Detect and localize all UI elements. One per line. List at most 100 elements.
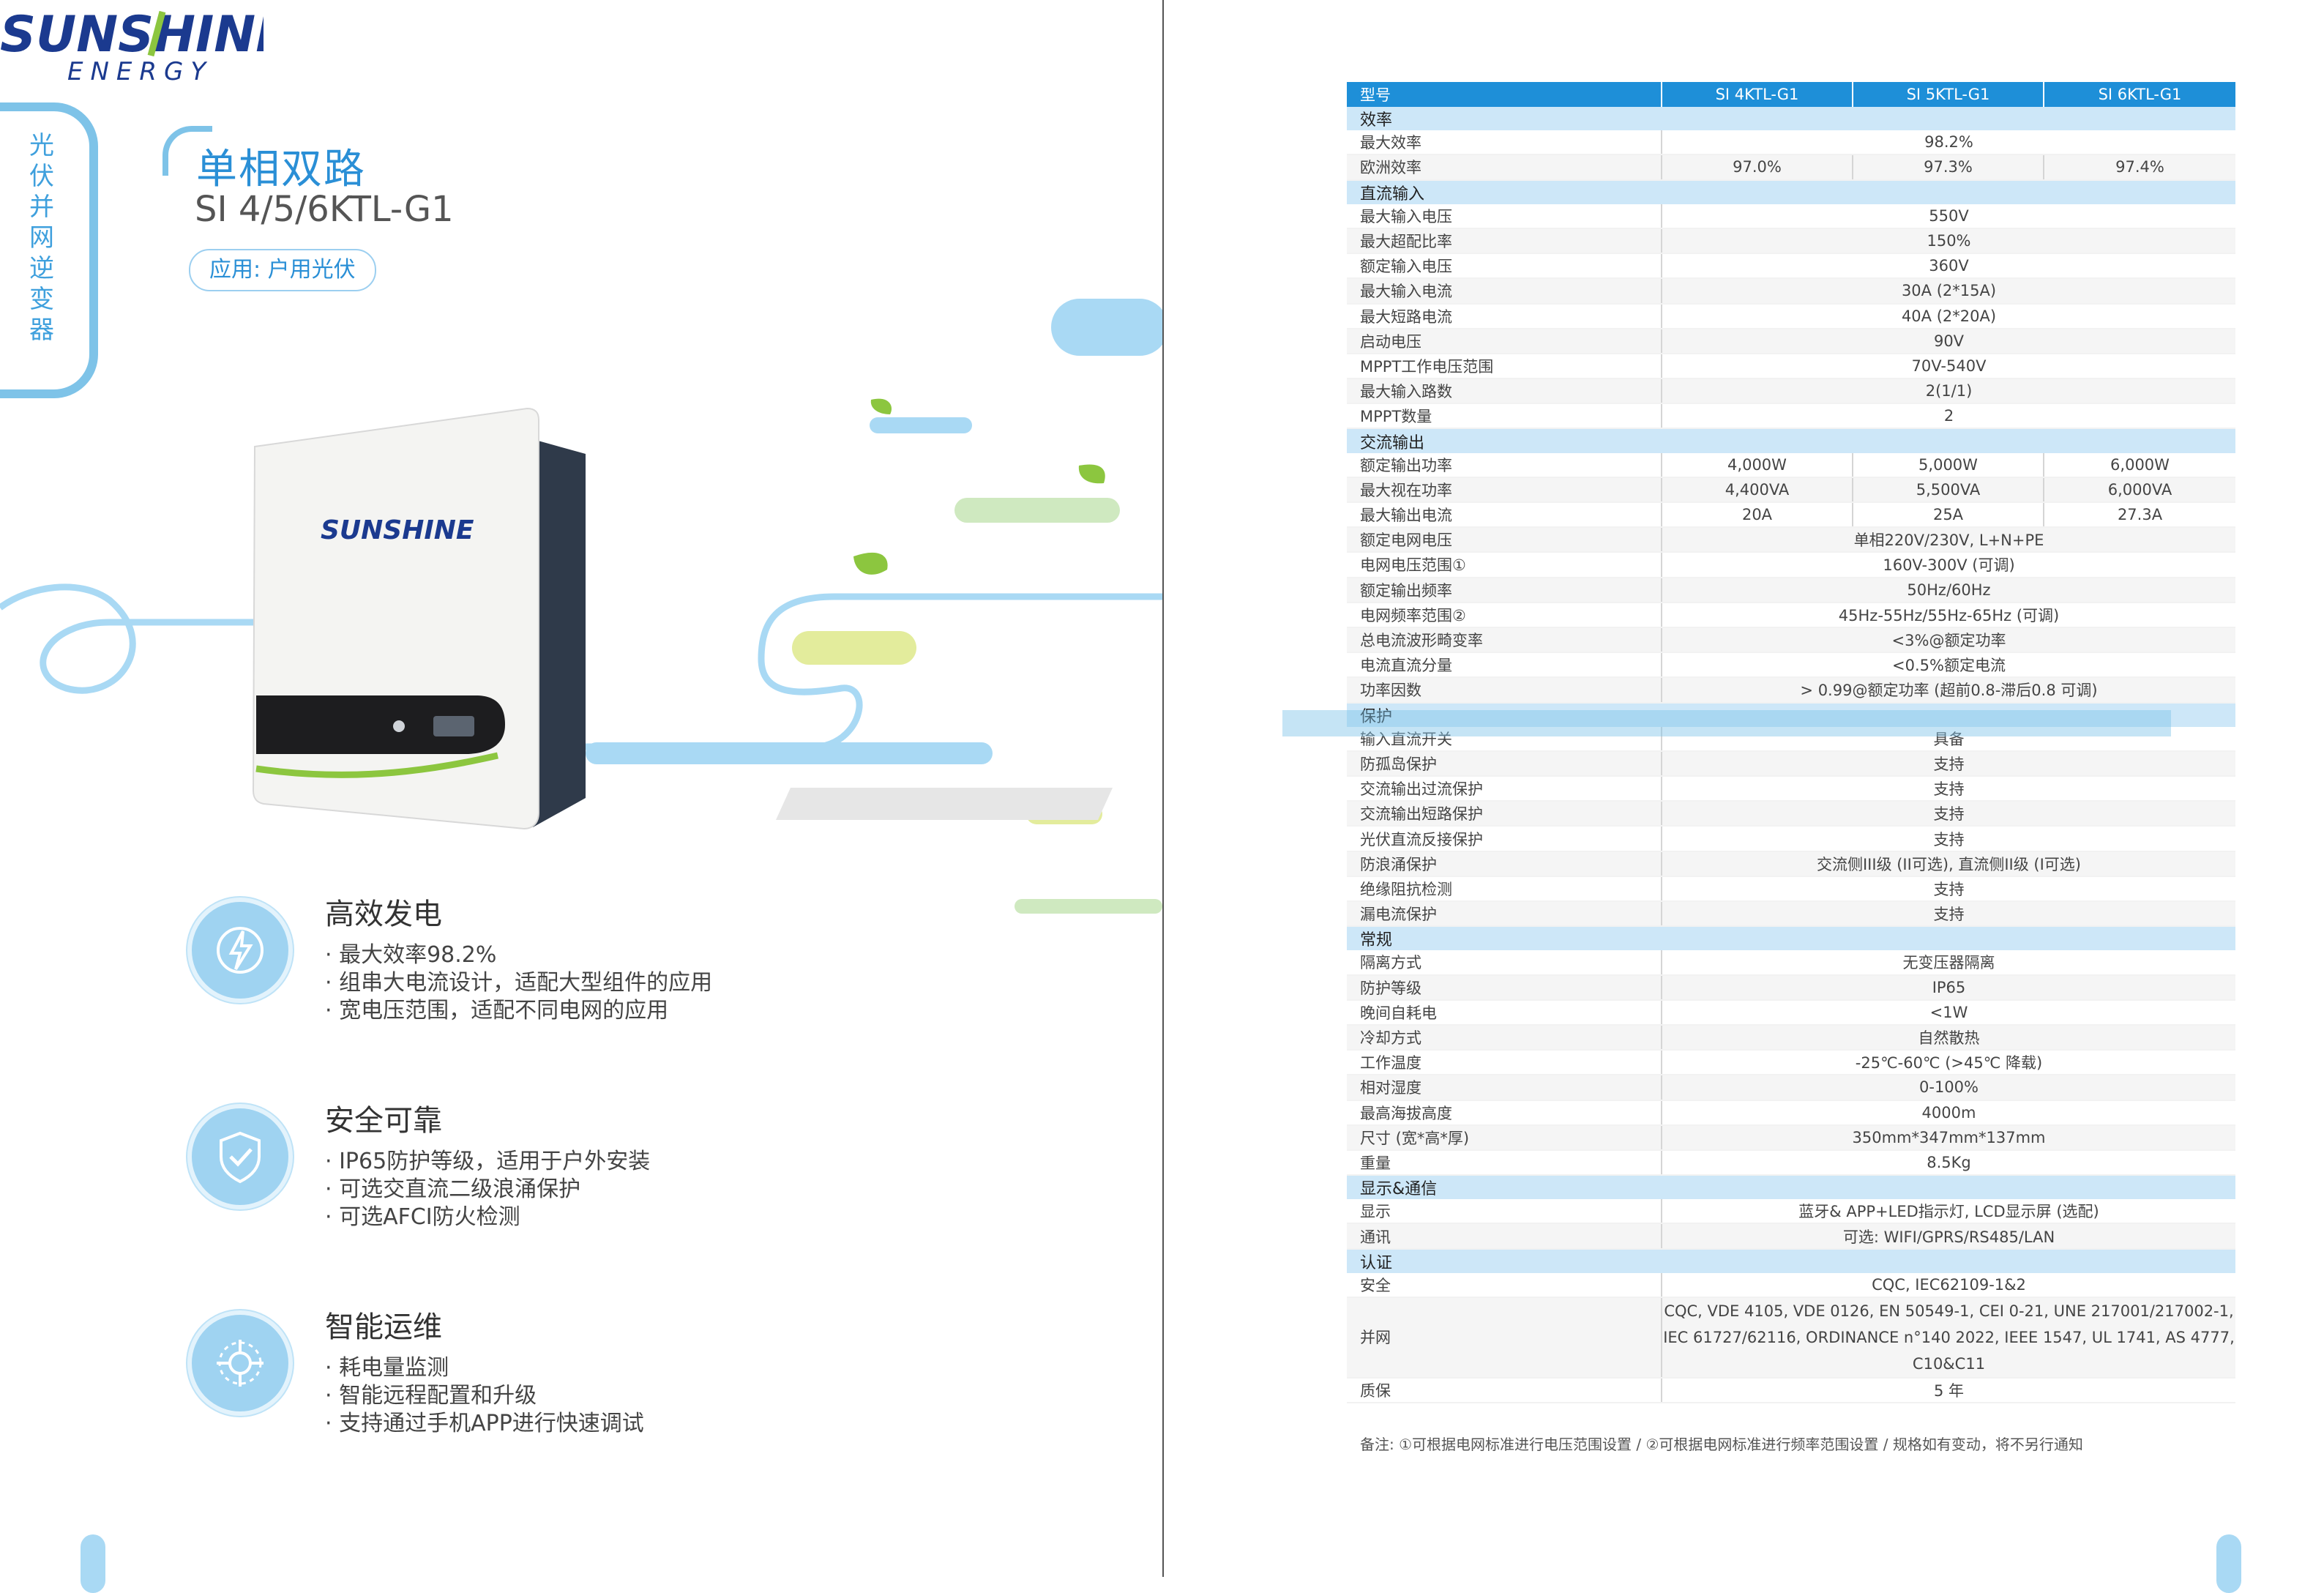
application-badge: 应用: 户用光伏 [189, 249, 376, 291]
highlight-strip [1282, 710, 2171, 736]
row-label: 最大效率 [1347, 130, 1662, 156]
title-arc-decoration [162, 126, 212, 176]
feature-list-safety: IP65防护等级，适用于户外安装 可选交直流二级浪涌保护 可选AFCI防火检测 [325, 1148, 650, 1231]
row-value: 交流侧III级 (II可选), 直流侧II级 (I可选) [1661, 851, 2235, 877]
shield-check-icon [220, 1131, 261, 1184]
row-label: 最大超配比率 [1347, 228, 1662, 255]
row-label: 通讯 [1347, 1223, 1662, 1250]
row-value: CQC, IEC62109-1&2 [1661, 1272, 2235, 1299]
feature-title-efficiency: 高效发电 [325, 898, 442, 931]
row-label: 并网 [1347, 1297, 1662, 1379]
row-value: 150% [1661, 228, 2235, 255]
feature-title-om: 智能运维 [325, 1310, 442, 1344]
row-label: 冷却方式 [1347, 1024, 1662, 1051]
table-row: 通讯可选: WIFI/GPRS/RS485/LAN [1347, 1223, 2235, 1250]
section-header-row: 常规 [1347, 926, 2235, 951]
row-value: -25℃-60℃ (>45℃ 降载) [1661, 1050, 2235, 1076]
section-header-row: 显示&通信 [1347, 1175, 2235, 1200]
row-value: 5,500VA [1852, 477, 2044, 504]
row-value: 具备 [1661, 726, 2235, 752]
section-header-row: 直流输入 [1347, 179, 2235, 204]
row-value: 4000m [1661, 1100, 2235, 1126]
section-title: 效率 [1347, 107, 2235, 131]
row-label: 电流直流分量 [1347, 652, 1662, 679]
section-title: 显示&通信 [1347, 1175, 2235, 1200]
row-label: 工作温度 [1347, 1050, 1662, 1076]
row-value: 无变压器隔离 [1661, 950, 2235, 976]
page-model: SI 4/5/6KTL-G1 [195, 189, 454, 230]
row-value: 97.4% [2043, 154, 2235, 181]
row-value: 30A (2*15A) [1661, 278, 2235, 305]
row-label: 最大视在功率 [1347, 477, 1662, 504]
row-value: 蓝牙& APP+LED指示灯, LCD显示屏 (选配) [1661, 1199, 2235, 1225]
row-value: 4,000W [1661, 452, 1853, 478]
list-item: 可选AFCI防火检测 [325, 1204, 650, 1231]
section-title: 直流输入 [1347, 179, 2235, 204]
table-row: 晚间自耗电<1W [1347, 999, 2235, 1026]
row-label: 安全 [1347, 1272, 1662, 1299]
row-value: 27.3A [2043, 502, 2235, 529]
row-value: 8.5Kg [1661, 1149, 2235, 1176]
row-value: 550V [1661, 204, 2235, 229]
decoration-waves [0, 299, 1162, 914]
row-value: 160V-300V (可调) [1661, 552, 2235, 578]
row-value: 25A [1852, 502, 2044, 529]
list-item: 最大效率98.2% [325, 941, 712, 969]
row-label: 额定输出功率 [1347, 452, 1662, 478]
table-row: 漏电流保护支持 [1347, 901, 2235, 928]
row-label: 额定输出频率 [1347, 577, 1662, 603]
feature-efficiency-icon [187, 898, 293, 1003]
row-value: 5 年 [1661, 1378, 2235, 1404]
feature-title-safety: 安全可靠 [325, 1104, 442, 1138]
table-row: 显示蓝牙& APP+LED指示灯, LCD显示屏 (选配) [1347, 1199, 2235, 1225]
circuit-icon [217, 1340, 264, 1387]
row-value: 2 [1661, 403, 2235, 430]
row-label: 漏电流保护 [1347, 901, 1662, 928]
row-value: 支持 [1661, 750, 2235, 777]
table-row: 光伏直流反接保护支持 [1347, 826, 2235, 852]
row-value: CQC, VDE 4105, VDE 0126, EN 50549-1, CEI… [1661, 1297, 2235, 1379]
inverter-image: SUNSHINE [249, 403, 600, 842]
row-value: 350mm*347mm*137mm [1661, 1124, 2235, 1151]
row-value: 360V [1661, 253, 2235, 280]
page-nub-left [81, 1534, 105, 1593]
table-row: 防孤岛保护支持 [1347, 750, 2235, 777]
row-label: 交流输出过流保护 [1347, 776, 1662, 802]
list-item: IP65防护等级，适用于户外安装 [325, 1148, 650, 1176]
row-value: 98.2% [1661, 130, 2235, 156]
list-item: 组串大电流设计，适配大型组件的应用 [325, 969, 712, 997]
table-row: 工作温度-25℃-60℃ (>45℃ 降载) [1347, 1050, 2235, 1076]
row-label: 防护等级 [1347, 974, 1662, 1001]
row-value: 45Hz-55Hz/55Hz-65Hz (可调) [1661, 602, 2235, 628]
row-value: 6,000W [2043, 452, 2235, 478]
row-value: <3%@额定功率 [1661, 627, 2235, 654]
row-value: IP65 [1661, 974, 2235, 1001]
section-header-row: 交流输出 [1347, 428, 2235, 453]
section-title: 保护 [1347, 702, 2235, 727]
list-item: 智能远程配置和升级 [325, 1382, 644, 1410]
feature-list-efficiency: 最大效率98.2% 组串大电流设计，适配大型组件的应用 宽电压范围，适配不同电网… [325, 941, 712, 1025]
row-label: 功率因数 [1347, 677, 1662, 704]
row-label: 防浪涌保护 [1347, 851, 1662, 877]
row-value: 自然散热 [1661, 1024, 2235, 1051]
page-nub-right [2216, 1534, 2241, 1593]
section-header-row: 效率 [1347, 107, 2235, 131]
row-label: 总电流波形畸变率 [1347, 627, 1662, 654]
table-row: 功率因数> 0.99@额定功率 (超前0.8-滞后0.8 可调) [1347, 677, 2235, 704]
row-value: 4,400VA [1661, 477, 1853, 504]
row-label: 防孤岛保护 [1347, 750, 1662, 777]
row-value: 支持 [1661, 801, 2235, 827]
lightning-icon [217, 927, 264, 974]
section-title: 常规 [1347, 926, 2235, 951]
row-label: 最大输入电压 [1347, 204, 1662, 229]
